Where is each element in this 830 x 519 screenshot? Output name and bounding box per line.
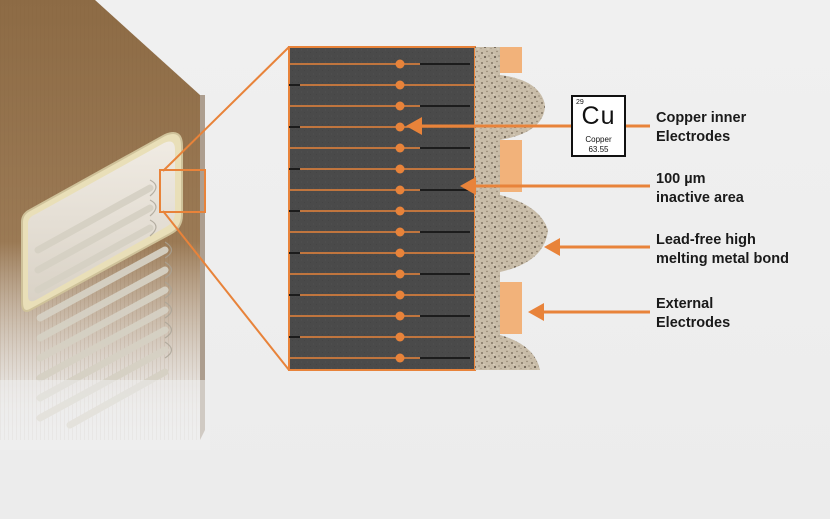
electrode-layer-dot — [395, 311, 405, 321]
copper-element-card: 29 Cu Copper 63.55 — [571, 95, 626, 157]
label-line: 100 µm — [656, 171, 706, 187]
label-copper-inner-electrodes: Copper inner Electrodes — [656, 109, 746, 147]
element-name: Copper — [585, 135, 612, 144]
label-line: Lead-free high — [656, 232, 756, 248]
label-line: Electrodes — [656, 129, 731, 145]
electrode-layer-dot — [395, 164, 405, 174]
label-external-electrodes: External Electrodes — [656, 295, 730, 333]
atomic-mass: 63.55 — [588, 145, 609, 154]
label-line: External — [656, 296, 714, 312]
label-metal-bond: Lead-free high melting metal bond — [656, 231, 789, 269]
atomic-number: 29 — [576, 99, 584, 106]
electrode-layer-dot — [395, 122, 405, 132]
label-inactive-area: 100 µm inactive area — [656, 170, 744, 208]
label-line: inactive area — [656, 190, 744, 206]
electrode-layer-dot — [395, 59, 405, 69]
label-line: Copper inner — [656, 110, 747, 126]
electrode-layer-dot — [395, 248, 405, 258]
electrode-layer-dot — [395, 290, 405, 300]
electrode-layer-dot — [395, 143, 405, 153]
zoom-indicator — [159, 46, 290, 371]
electrode-layer-dot — [395, 206, 405, 216]
electrode-layer-dot — [395, 332, 405, 342]
termination-strip — [475, 47, 548, 370]
external-electrode-pad — [21, 132, 183, 312]
electrode-layer-dot — [395, 80, 405, 90]
electrode-layer-dot — [395, 269, 405, 279]
electrode-layer-dot — [395, 185, 405, 195]
electrode-layer-dot — [395, 353, 405, 363]
label-line: Electrodes — [656, 315, 731, 331]
label-line: melting metal bond — [656, 251, 789, 267]
element-symbol: Cu — [581, 102, 616, 130]
cross-section-panel — [288, 46, 476, 371]
electrode-layer-dot — [395, 227, 405, 237]
electrode-layer-dot — [395, 101, 405, 111]
inner-electrode-layers — [289, 59, 475, 363]
